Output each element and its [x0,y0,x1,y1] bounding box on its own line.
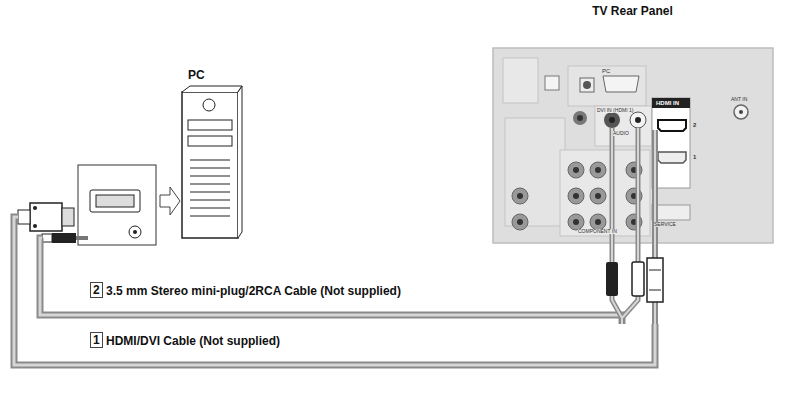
cable [14,255,655,365]
port-label: DVI IN (HDMI 1) [597,108,633,113]
port-label: HDMI IN [656,100,679,106]
cable-label: 3.5 mm Stereo mini-plug/2RCA Cable (Not … [106,283,401,299]
pc-title: PC [188,68,205,82]
callout-number: 2 [93,283,100,297]
pc-illustration [10,62,246,255]
callout-box: 2 [90,282,103,298]
port-label: ANT IN [731,97,747,102]
pc: PC [10,62,246,255]
port-label: PC [602,68,610,74]
callout-number: 1 [93,333,100,347]
tv-rear-panel: TV Rear Panel [485,4,780,324]
panel-title: TV Rear Panel [485,4,780,18]
cable [40,255,622,324]
port-label: SERVICE [654,222,676,227]
port-number: 2 [693,122,696,128]
port-number: 1 [693,154,696,160]
tv-panel-illustration [485,4,780,324]
callout-box: 1 [90,332,103,348]
port-label: AUDIO [613,131,629,136]
cable-label: HDMI/DVI Cable (Not supplied) [106,333,280,349]
port-label: COMPONENT IN [578,229,617,234]
